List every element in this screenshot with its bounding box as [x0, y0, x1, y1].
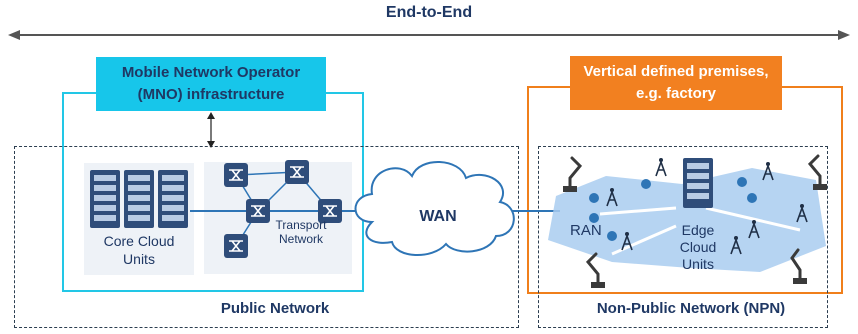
npn-boundary	[538, 146, 828, 328]
server-rack-icon	[90, 170, 188, 228]
robot-arm-icon	[568, 154, 822, 286]
core-cloud-label: Core Cloud Units	[84, 232, 194, 268]
core-cloud-line1: Core Cloud	[103, 233, 175, 249]
npn-label: Non-Public Network (NPN)	[596, 300, 786, 317]
edge-cloud-line3: Units	[682, 256, 714, 272]
core-cloud-line2: Units	[123, 251, 155, 267]
mno-label-line2: (MNO) infrastructure	[137, 86, 285, 103]
edge-cloud-line2: Cloud	[679, 239, 717, 255]
wan-label: WAN	[419, 208, 457, 225]
mno-label: Mobile Network Operator (MNO) infrastruc…	[96, 57, 326, 111]
public-network-boundary	[14, 146, 519, 328]
vertical-label-line2: e.g. factory	[635, 85, 717, 102]
gear-icon	[589, 177, 757, 241]
edge-cloud-line1: Edge	[681, 222, 715, 238]
cloud-icon	[354, 161, 515, 257]
double-arrow-icon	[207, 112, 215, 148]
ran-label: RAN	[570, 222, 602, 239]
vertical-label-line1: Vertical defined premises,	[583, 63, 769, 80]
transport-line2: Network	[278, 232, 323, 246]
server-rack-icon	[683, 158, 713, 208]
vertical-premises-label: Vertical defined premises, e.g. factory	[570, 56, 782, 110]
end-to-end-arrow	[8, 30, 850, 40]
mno-label-line1: Mobile Network Operator	[121, 64, 301, 81]
transport-line1: Transport	[275, 218, 327, 232]
transport-network-label: Transport Network	[256, 218, 346, 246]
edge-cloud-label: Edge Cloud Units	[668, 222, 728, 273]
end-to-end-title: End-to-End	[385, 4, 473, 21]
public-network-label: Public Network	[220, 300, 330, 317]
